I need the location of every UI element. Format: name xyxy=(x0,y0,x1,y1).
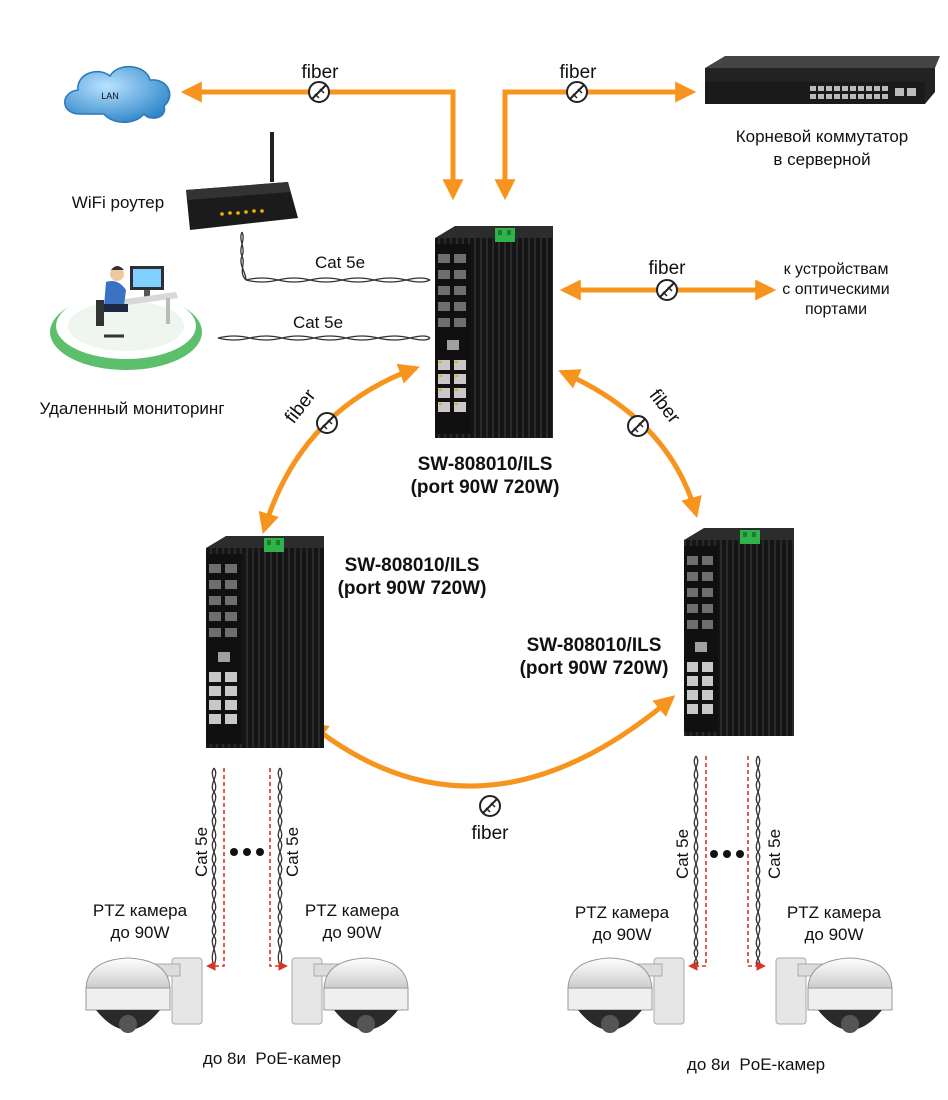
industrial-switch-top-icon xyxy=(435,226,553,438)
wifi-router-label: WiFi роутер xyxy=(72,193,164,212)
cat5e-label: Cat 5e xyxy=(673,829,692,879)
lan-label: LAN xyxy=(101,91,119,101)
switch-model-label: SW-808010/ILS xyxy=(345,555,480,576)
core-switch-icon xyxy=(705,56,940,104)
optical-devices-label: к устройствам xyxy=(784,261,889,278)
cat5e-label: Cat 5e xyxy=(192,827,211,877)
cat5e-label: Cat 5e xyxy=(283,827,302,877)
ptz-camera-label: PTZ камера xyxy=(575,903,670,922)
fiber-connector-icon xyxy=(308,81,330,103)
fiber-connector-icon xyxy=(656,279,678,301)
fiber-label: fiber xyxy=(560,62,598,83)
ptz-camera-label: PTZ камера xyxy=(787,903,882,922)
ptz-camera-power-label: до 90W xyxy=(110,923,169,942)
switch-port-label: (port 90W 720W) xyxy=(520,658,669,679)
switch-model-label: SW-808010/ILS xyxy=(527,635,662,656)
cat5e-monitor-cable xyxy=(217,335,431,341)
ptz-camera-power-label: до 90W xyxy=(592,925,651,944)
optical-devices-label: портами xyxy=(805,301,867,318)
ptz-camera-power-label: до 90W xyxy=(804,925,863,944)
ptz-camera-label: PTZ камера xyxy=(93,901,188,920)
poe-power-indicator-left-1 xyxy=(206,768,225,971)
switch-port-label: (port 90W 720W) xyxy=(338,578,487,599)
fiber-connector-icon xyxy=(316,412,338,434)
ptz-camera-right-2-icon xyxy=(775,957,893,1033)
fiber-core-link xyxy=(494,81,697,201)
core-switch-label: в серверной xyxy=(773,150,870,169)
fiber-label: fiber xyxy=(645,386,685,429)
poe-power-indicator-left-2 xyxy=(269,768,288,971)
cat5e-camera-cable-right-2 xyxy=(755,755,761,967)
fiber-label: fiber xyxy=(281,385,321,428)
ptz-camera-label: PTZ камера xyxy=(305,901,400,920)
wifi-router-icon xyxy=(186,132,298,230)
more-cables-ellipsis xyxy=(710,850,744,858)
remote-monitoring-label: Удаленный мониторинг xyxy=(39,399,224,418)
poe-camera-count-label: до 8и PoE-камер xyxy=(687,1055,825,1074)
fiber-bottom-ring-link xyxy=(306,695,676,789)
cat5e-router-cable xyxy=(240,231,431,283)
ptz-camera-left-1-icon xyxy=(85,957,203,1033)
fiber-lan-link xyxy=(180,81,464,201)
fiber-label: fiber xyxy=(302,62,340,83)
poe-power-indicator-right-2 xyxy=(747,756,766,971)
fiber-label: fiber xyxy=(649,258,687,279)
switch-model-label: SW-808010/ILS xyxy=(418,454,553,475)
more-cables-ellipsis xyxy=(230,848,264,856)
poe-camera-count-label: до 8и PoE-камер xyxy=(203,1049,341,1068)
cat5e-label: Cat 5e xyxy=(315,253,365,272)
fiber-label: fiber xyxy=(472,823,510,844)
fiber-right-ring-link xyxy=(558,369,702,519)
fiber-left-ring-link xyxy=(258,363,420,535)
industrial-switch-right-icon xyxy=(684,528,794,736)
industrial-switch-left-icon xyxy=(206,536,324,748)
fiber-connector-icon xyxy=(479,795,501,817)
cat5e-label: Cat 5e xyxy=(293,313,343,332)
lan-cloud-icon xyxy=(64,66,171,123)
remote-monitoring-icon xyxy=(50,266,202,370)
cat5e-camera-cable-right-1 xyxy=(693,755,699,967)
fiber-connector-icon xyxy=(566,81,588,103)
cat5e-camera-cable-left-1 xyxy=(211,767,217,967)
cat5e-label: Cat 5e xyxy=(765,829,784,879)
poe-power-indicator-right-1 xyxy=(688,756,707,971)
ptz-camera-left-2-icon xyxy=(291,957,409,1033)
ptz-camera-right-1-icon xyxy=(567,957,685,1033)
fiber-connector-icon xyxy=(627,415,649,437)
core-switch-label: Корневой коммутатор xyxy=(736,127,909,146)
ptz-camera-power-label: до 90W xyxy=(322,923,381,942)
switch-port-label: (port 90W 720W) xyxy=(411,477,560,498)
optical-devices-label: с оптическими xyxy=(782,281,889,298)
cat5e-camera-cable-left-2 xyxy=(277,767,283,967)
